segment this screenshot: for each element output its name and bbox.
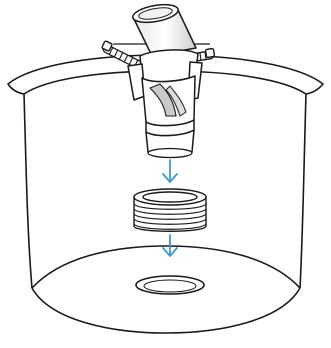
container-bottom-back — [31, 245, 301, 289]
down-arrow-to-base — [162, 234, 178, 257]
sprayer-assembly — [127, 3, 203, 159]
container-bottom-front — [31, 287, 301, 334]
down-arrow-to-ring — [162, 159, 178, 183]
container-right-wall — [299, 93, 307, 289]
container-base-hole — [135, 275, 205, 295]
container-left-wall — [23, 93, 33, 289]
cylinder-tube — [132, 3, 197, 57]
body-inner-shade — [149, 83, 177, 117]
container-base-hole-inner — [143, 279, 197, 293]
threaded-ring — [133, 188, 207, 232]
